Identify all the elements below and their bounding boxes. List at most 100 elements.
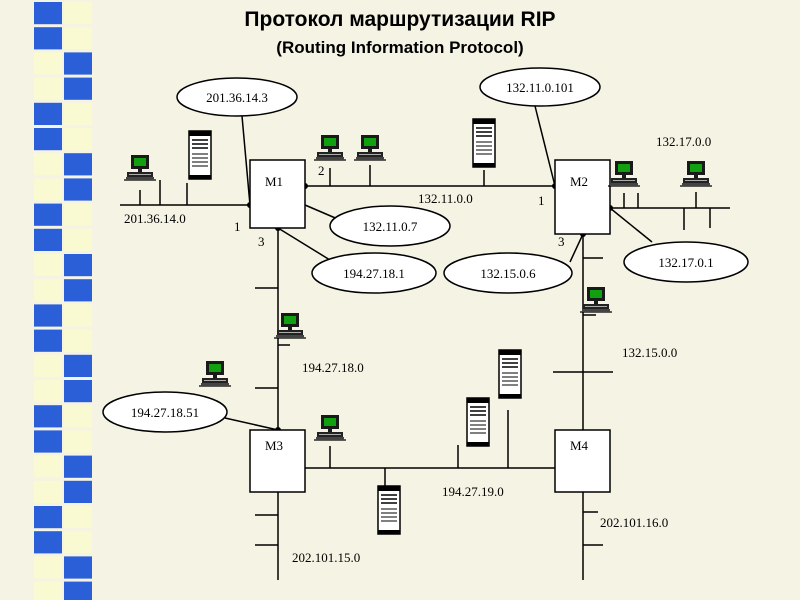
strip-square <box>64 354 92 377</box>
strip-square <box>64 380 92 403</box>
strip-square <box>34 2 62 25</box>
address-194-27-18-51: 194.27.18.51 <box>131 405 199 420</box>
network-label-132-17-0-0: 132.17.0.0 <box>656 134 711 149</box>
strip-square <box>64 304 92 327</box>
strip-square <box>64 203 92 226</box>
strip-square <box>34 556 62 579</box>
strip-square <box>34 380 62 403</box>
strip-square <box>64 405 92 428</box>
workstation-pc-icon <box>313 414 347 441</box>
slide-subtitle: (Routing Information Protocol) <box>276 38 524 57</box>
workstation-pc-icon <box>679 160 713 187</box>
address-132-17-0-1: 132.17.0.1 <box>658 255 713 270</box>
server-icon <box>466 397 490 447</box>
router-m1: M1 <box>249 159 306 229</box>
router-m3: M3 <box>249 429 306 493</box>
strip-square <box>64 2 92 25</box>
network-label-132-15-0-0: 132.15.0.0 <box>622 345 677 360</box>
workstation-pc-icon <box>579 286 613 313</box>
strip-square <box>34 455 62 478</box>
address-201-36-14-3: 201.36.14.3 <box>206 90 268 105</box>
address-194-27-18-1: 194.27.18.1 <box>343 266 405 281</box>
strip-square <box>34 153 62 176</box>
workstation-pc-icon <box>198 360 232 387</box>
callout-132-15-0-6 <box>443 252 573 294</box>
server-icon <box>188 130 212 180</box>
strip-square <box>64 455 92 478</box>
strip-square <box>64 52 92 75</box>
strip-square <box>34 531 62 554</box>
router-m4-label: M4 <box>570 438 589 453</box>
decorative-square-strip <box>0 0 97 600</box>
strip-square <box>34 52 62 75</box>
strip-square <box>34 480 62 503</box>
strip-square <box>64 430 92 453</box>
strip-square <box>64 531 92 554</box>
slide-title: Протокол маршрутизации RIP <box>244 8 556 31</box>
strip-square <box>64 506 92 529</box>
strip-square <box>34 254 62 277</box>
workstation-pc-icon <box>607 160 641 187</box>
router-m4: M4 <box>554 429 611 493</box>
port-m2-3: 3 <box>558 234 565 249</box>
strip-square <box>64 581 92 600</box>
callout-132-11-0-7 <box>329 205 451 247</box>
callout-194-27-18-51 <box>102 391 228 433</box>
router-m3-label: M3 <box>265 438 283 453</box>
workstation-pc-icon <box>353 134 387 161</box>
strip-square <box>34 178 62 201</box>
port-m1-2: 2 <box>318 163 325 178</box>
strip-square <box>64 480 92 503</box>
port-m1-1: 1 <box>234 219 241 234</box>
network-label-194-27-19-0: 194.27.19.0 <box>442 484 504 499</box>
strip-square <box>34 581 62 600</box>
strip-square <box>64 556 92 579</box>
strip-square <box>34 329 62 352</box>
server-icon <box>472 118 496 168</box>
strip-square <box>34 304 62 327</box>
address-132-15-0-6: 132.15.0.6 <box>480 266 536 281</box>
port-m1-3: 3 <box>258 234 265 249</box>
router-m2: M2 <box>554 159 611 235</box>
strip-square <box>34 430 62 453</box>
strip-square <box>34 354 62 377</box>
strip-square <box>34 27 62 50</box>
strip-square <box>34 228 62 251</box>
callout-194-27-18-1 <box>311 252 437 294</box>
strip-square <box>64 77 92 100</box>
workstation-pc-icon <box>273 312 307 339</box>
strip-square <box>34 405 62 428</box>
strip-square <box>64 102 92 125</box>
callout-201-36-14-3 <box>176 77 298 117</box>
strip-square <box>64 254 92 277</box>
address-132-11-0-101: 132.11.0.101 <box>506 80 574 95</box>
strip-square <box>64 279 92 302</box>
workstation-pc-icon <box>313 134 347 161</box>
server-icon <box>377 485 401 535</box>
strip-square <box>34 102 62 125</box>
callout-132-11-0-101 <box>479 67 601 107</box>
strip-square <box>34 128 62 151</box>
strip-square <box>34 279 62 302</box>
strip-square <box>64 128 92 151</box>
strip-square <box>64 153 92 176</box>
network-label-132-11-0-0: 132.11.0.0 <box>418 191 473 206</box>
strip-square <box>64 329 92 352</box>
workstation-pc-icon <box>123 154 157 181</box>
strip-square <box>34 77 62 100</box>
strip-square <box>64 228 92 251</box>
network-label-202-101-16-0: 202.101.16.0 <box>600 515 668 530</box>
network-label-194-27-18-0: 194.27.18.0 <box>302 360 364 375</box>
router-m1-label: M1 <box>265 174 283 189</box>
network-label-202-101-15-0: 202.101.15.0 <box>292 550 360 565</box>
port-m2-1: 1 <box>538 193 545 208</box>
callout-132-17-0-1 <box>623 241 749 283</box>
network-label-201-36-14-0: 201.36.14.0 <box>124 211 186 226</box>
strip-square <box>34 506 62 529</box>
server-icon <box>498 349 522 399</box>
strip-square <box>34 203 62 226</box>
address-132-11-0-7: 132.11.0.7 <box>363 219 418 234</box>
strip-square <box>64 27 92 50</box>
strip-square <box>64 178 92 201</box>
